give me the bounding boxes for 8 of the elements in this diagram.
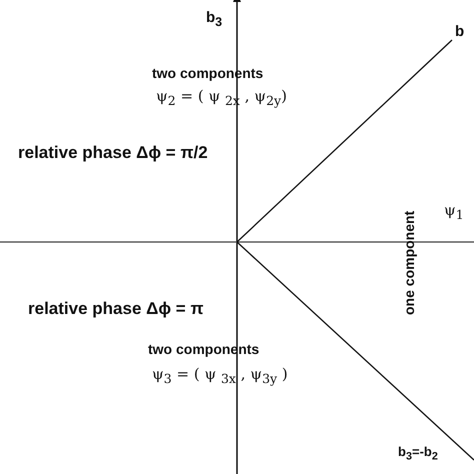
axis-label: b <box>455 24 464 40</box>
boundary-label: b$_{3}$=-b$_{2}$ <box>398 445 438 464</box>
axis-label: b$_{3}$ <box>206 10 222 30</box>
region-label: relative phase Δϕ = π/2 <box>18 144 208 163</box>
formula: ψ$_{3}$ = ( ψ $_{3x}$ , ψ$_{3y}$ ) <box>152 366 288 386</box>
region-label: one component <box>402 210 418 315</box>
formula: ψ$_{1}$ <box>444 202 464 222</box>
region-label: relative phase Δϕ = π <box>28 300 204 319</box>
